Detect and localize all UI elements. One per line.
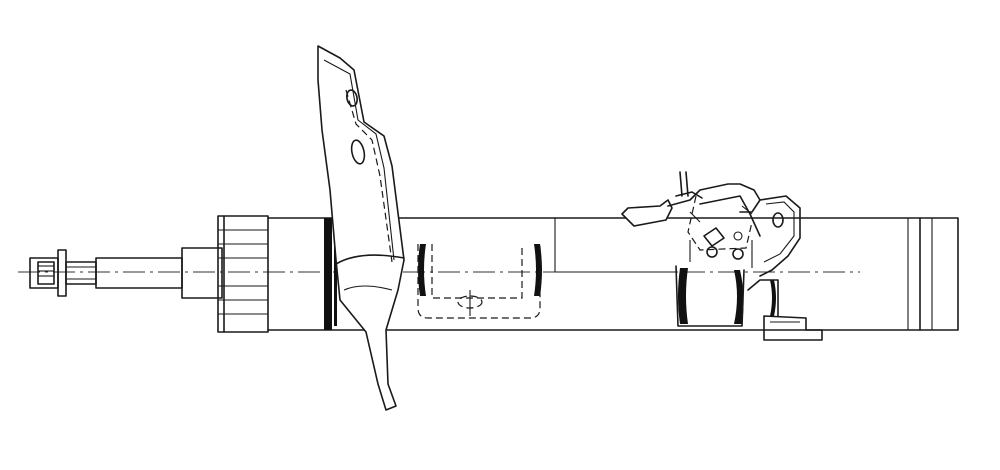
top-nut-icon <box>29 249 97 297</box>
knuckle-bracket <box>621 171 801 327</box>
lower-mount <box>763 315 823 341</box>
tube-end-cap <box>907 217 959 331</box>
hidden-clamp <box>417 244 541 319</box>
spring-seat-bracket <box>317 45 405 411</box>
bump-stop-bands <box>324 218 776 330</box>
piston-rod <box>95 247 223 299</box>
dust-cap <box>217 215 269 333</box>
